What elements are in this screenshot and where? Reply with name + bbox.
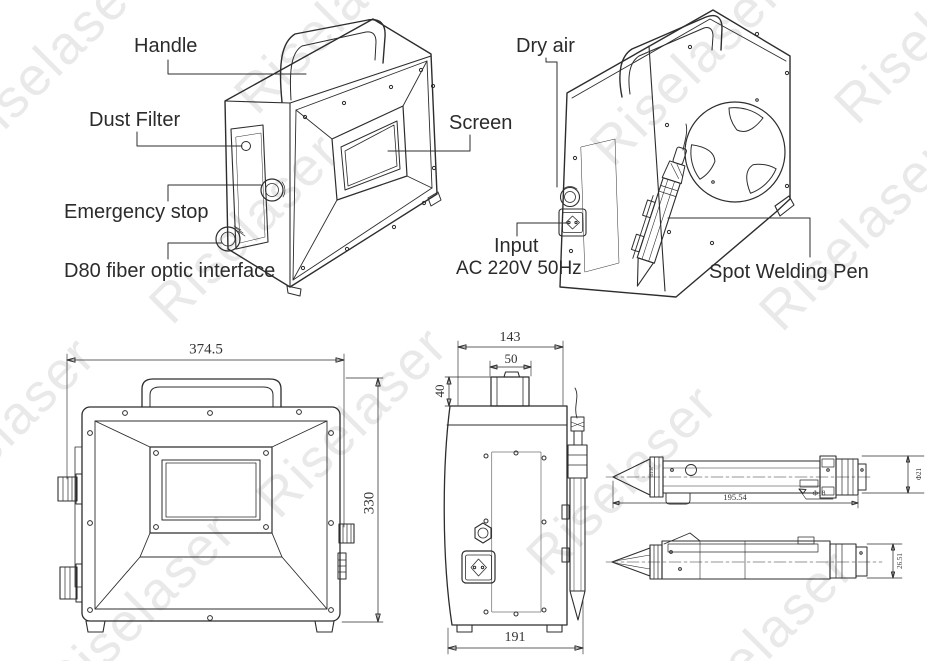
dust-filter-frame (230, 124, 269, 250)
front-dimension-lines (66, 353, 384, 623)
front-orthographic-view-drawing (57, 353, 384, 633)
pen-dimension-lines-top (612, 455, 925, 509)
emergency-stop-knob (260, 178, 286, 202)
back-3d-view-drawing (558, 9, 795, 298)
lower-left-connector (59, 563, 83, 603)
front-ortho-screws (87, 409, 334, 621)
pen-dimension-lines-bottom (866, 543, 903, 579)
dry-air-label: Dry air (516, 35, 575, 57)
input-label: Input (494, 235, 539, 257)
dim-front-height: 330 (361, 491, 378, 515)
dim-front-width: 374.5 (189, 341, 223, 358)
front-3d-view-drawing (215, 18, 442, 297)
welding-pen-top-profile-drawing (605, 532, 903, 580)
dry-air-connector-front (337, 523, 355, 580)
power-socket-side (461, 550, 496, 584)
dim-side-top-depth: 143 (499, 330, 521, 345)
welding-pen-side-profile-drawing (605, 455, 925, 509)
welding-pen-label: Spot Welding Pen (709, 261, 869, 283)
handle-label: Handle (134, 35, 198, 57)
back-view-screws (568, 31, 790, 254)
dim-pen-diameter: Φ18 (812, 488, 826, 498)
annotation-leader-lines (136, 57, 811, 260)
side-vent-grille (580, 138, 620, 273)
spot-welding-pen-3d (630, 146, 687, 287)
screen-label: Screen (449, 112, 513, 134)
side-orthographic-view-drawing (443, 340, 588, 655)
dust-filter-red-dot (241, 141, 251, 151)
dust-filter-label: Dust Filter (89, 109, 181, 131)
dim-handle-width: 50 (504, 351, 518, 366)
fiber-connector-front (57, 473, 83, 505)
input-spec-label: AC 220V 50Hz (456, 258, 582, 279)
dim-pen-end-diameter: Φ21 (915, 467, 923, 481)
hex-fitting (474, 522, 492, 544)
emergency-stop-label: Emergency stop (64, 201, 209, 223)
dry-air-connector (559, 186, 581, 208)
cooling-fan (684, 98, 786, 203)
side-vent-hatch (491, 451, 542, 613)
screen-bezel-front (149, 446, 273, 534)
dim-handle-height: 40 (432, 384, 447, 398)
dim-side-bottom-depth: 191 (504, 630, 526, 645)
side-ortho-screws (483, 450, 547, 617)
dim-pen-length: 195.54 (723, 492, 747, 502)
side-dimension-lines (444, 340, 584, 655)
spot-welding-pen-side (561, 387, 588, 621)
dim-pen-head-width: 26.51 (896, 553, 904, 569)
front-view-screws (300, 67, 437, 271)
fiber-optic-connector (215, 225, 246, 252)
dust-filter-grille (235, 132, 266, 244)
fiber-interface-label: D80 fiber optic interface (64, 260, 276, 282)
dim-pen-tip-angle: 41.8° (649, 465, 655, 477)
